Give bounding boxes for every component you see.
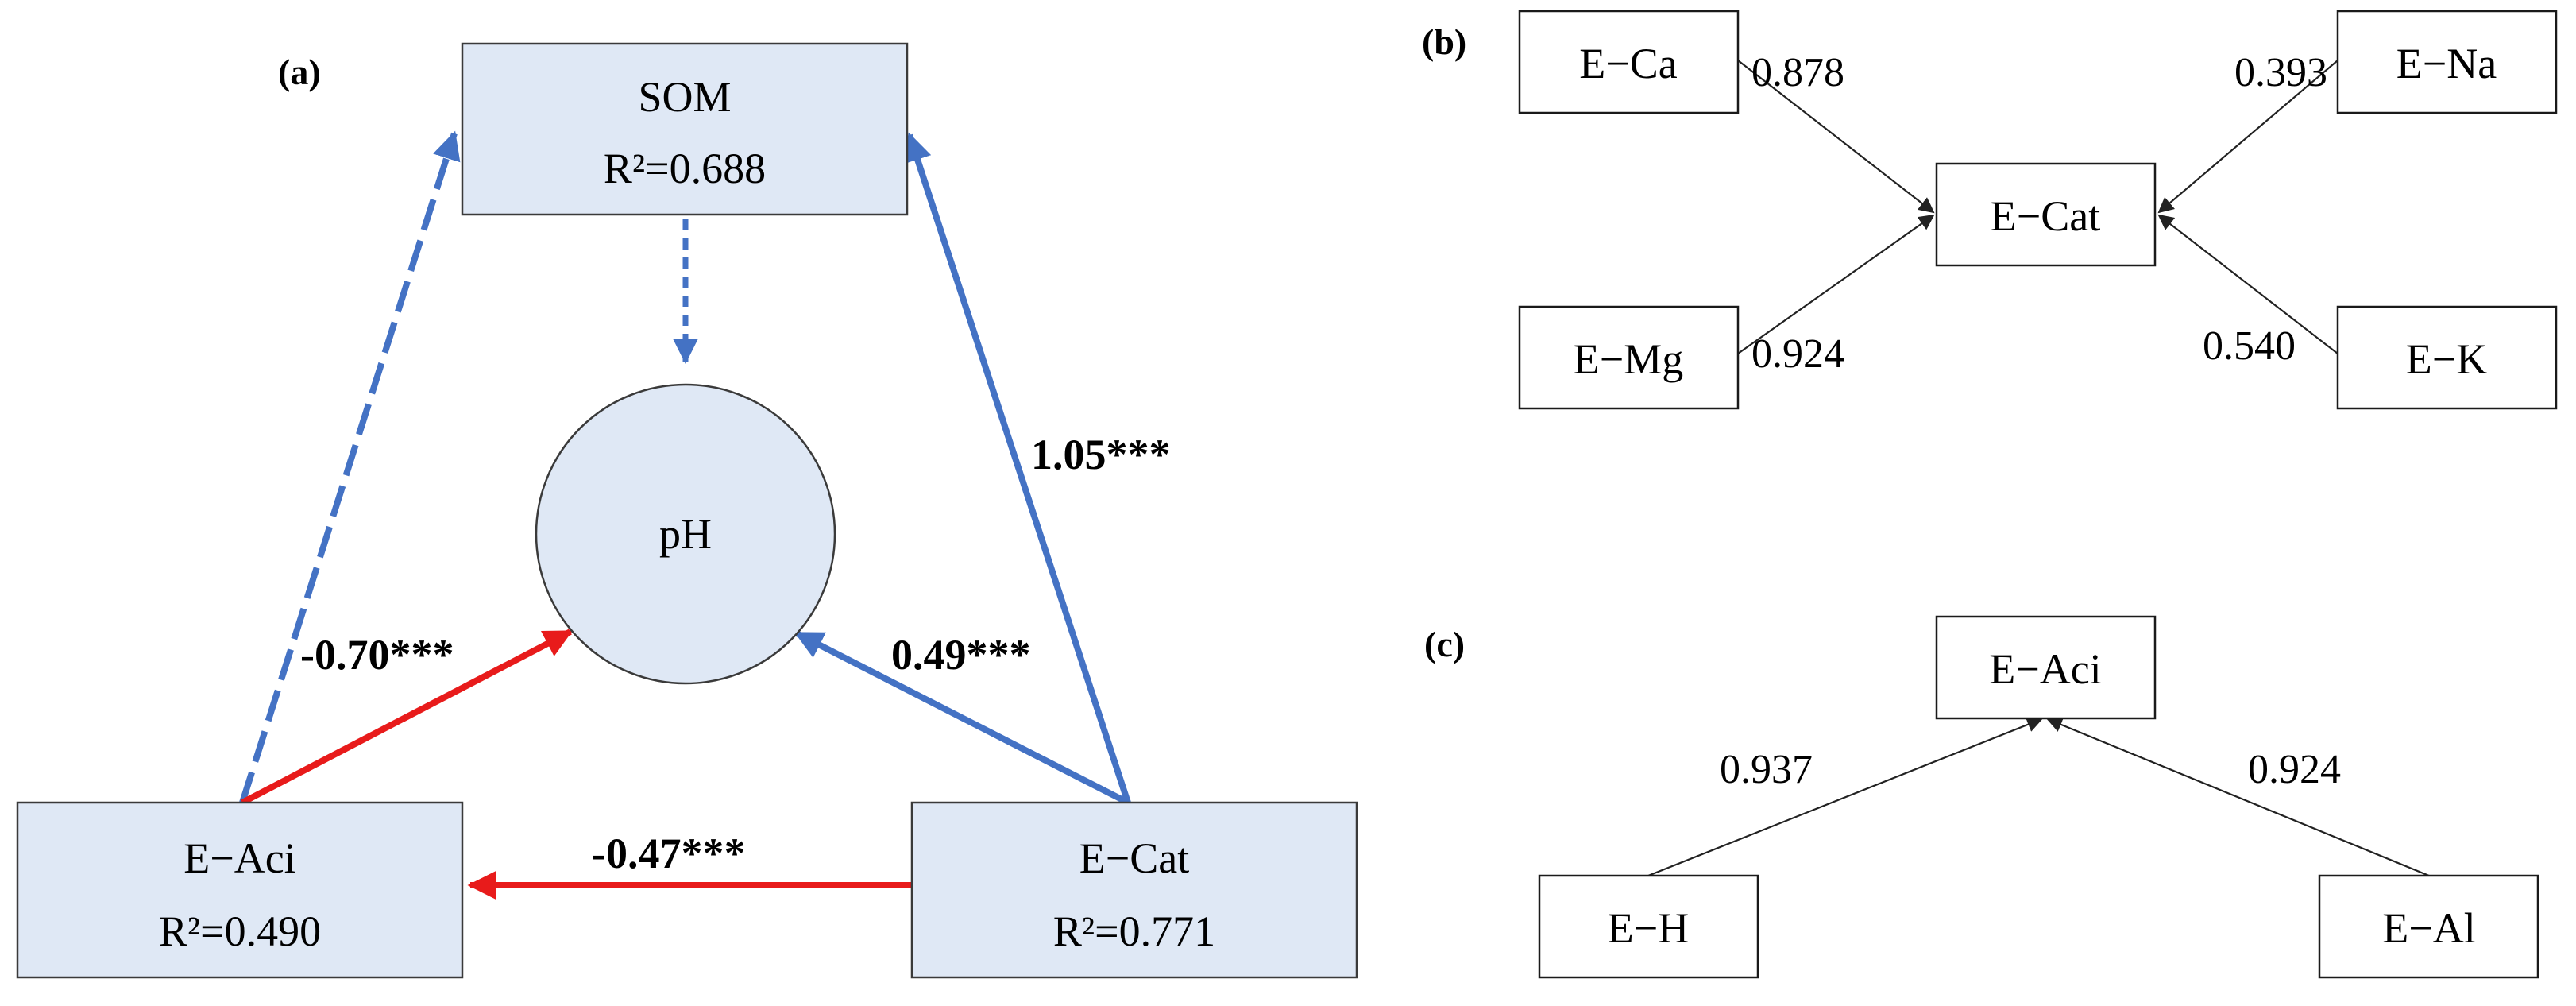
coef-eaci-ph: -0.70***	[300, 631, 454, 679]
som-node	[461, 42, 909, 216]
loading-ena: 0.393	[2234, 50, 2327, 95]
panel-c: (c) E−Aci E−H E−Al 0.937 0.924	[1424, 615, 2539, 979]
ph-node	[535, 383, 836, 685]
ecat-latent-label: E−Cat	[1991, 192, 2100, 240]
loading-emg: 0.924	[1751, 331, 1844, 377]
loading-ek: 0.540	[2203, 323, 2296, 369]
loading-line-ena	[2157, 60, 2338, 214]
eaci-latent-label: E−Aci	[1989, 645, 2101, 693]
eca-box	[1518, 10, 1740, 114]
panel-a: (a) SOM R²=0.688 pH E−Aci R²=0.490 E−Cat…	[16, 42, 1358, 979]
emg-label: E−Mg	[1574, 335, 1683, 383]
coef-ecat-ph: 0.49***	[891, 631, 1031, 679]
loading-eal: 0.924	[2248, 747, 2341, 792]
path-eaci-to-ph	[241, 629, 574, 806]
ek-label: E−K	[2406, 335, 2487, 383]
loading-line-eal	[2046, 717, 2430, 877]
som-node-label: SOM	[638, 73, 731, 121]
ek-box	[2336, 305, 2558, 410]
path-eaci-to-som-dashed	[239, 130, 461, 804]
loading-line-eh	[1647, 717, 2043, 877]
eal-label: E−Al	[2382, 904, 2475, 952]
ecat-node-label: E−Cat	[1079, 834, 1189, 882]
eal-box	[2318, 874, 2539, 979]
ph-node-label: pH	[659, 510, 712, 558]
ecat-r2: R²=0.771	[1053, 907, 1215, 955]
loading-line-ek	[2157, 214, 2338, 354]
eh-label: E−H	[1608, 904, 1689, 952]
loading-eca: 0.878	[1751, 50, 1844, 95]
eaci-r2: R²=0.490	[159, 907, 321, 955]
eaci-node	[16, 801, 464, 979]
eh-box	[1538, 874, 1759, 979]
panel-a-label: (a)	[278, 52, 321, 92]
coef-ecat-som: 1.05***	[1031, 431, 1171, 478]
eaci-node-label: E−Aci	[183, 834, 295, 882]
eca-label: E−Ca	[1579, 40, 1677, 87]
som-r2: R²=0.688	[604, 145, 766, 192]
loading-line-eca	[1737, 60, 1935, 214]
loading-eh: 0.937	[1720, 747, 1813, 792]
panel-b-label: (b)	[1422, 21, 1466, 62]
emg-box	[1518, 305, 1740, 410]
path-ecat-to-ph	[794, 630, 1130, 806]
panel-b: (b) E−Cat E−Ca E−Mg E−Na E−K 0.878 0.924…	[1422, 10, 2558, 410]
coef-ecat-eaci: -0.47***	[592, 830, 745, 877]
ena-label: E−Na	[2396, 40, 2497, 87]
ecat-latent-box	[1935, 162, 2157, 267]
ena-box	[2336, 10, 2558, 114]
panel-c-label: (c)	[1424, 624, 1465, 664]
loading-line-emg	[1737, 214, 1935, 354]
eaci-latent-box	[1935, 615, 2157, 720]
path-ecat-to-som	[903, 132, 1131, 804]
ecat-node	[910, 801, 1358, 979]
